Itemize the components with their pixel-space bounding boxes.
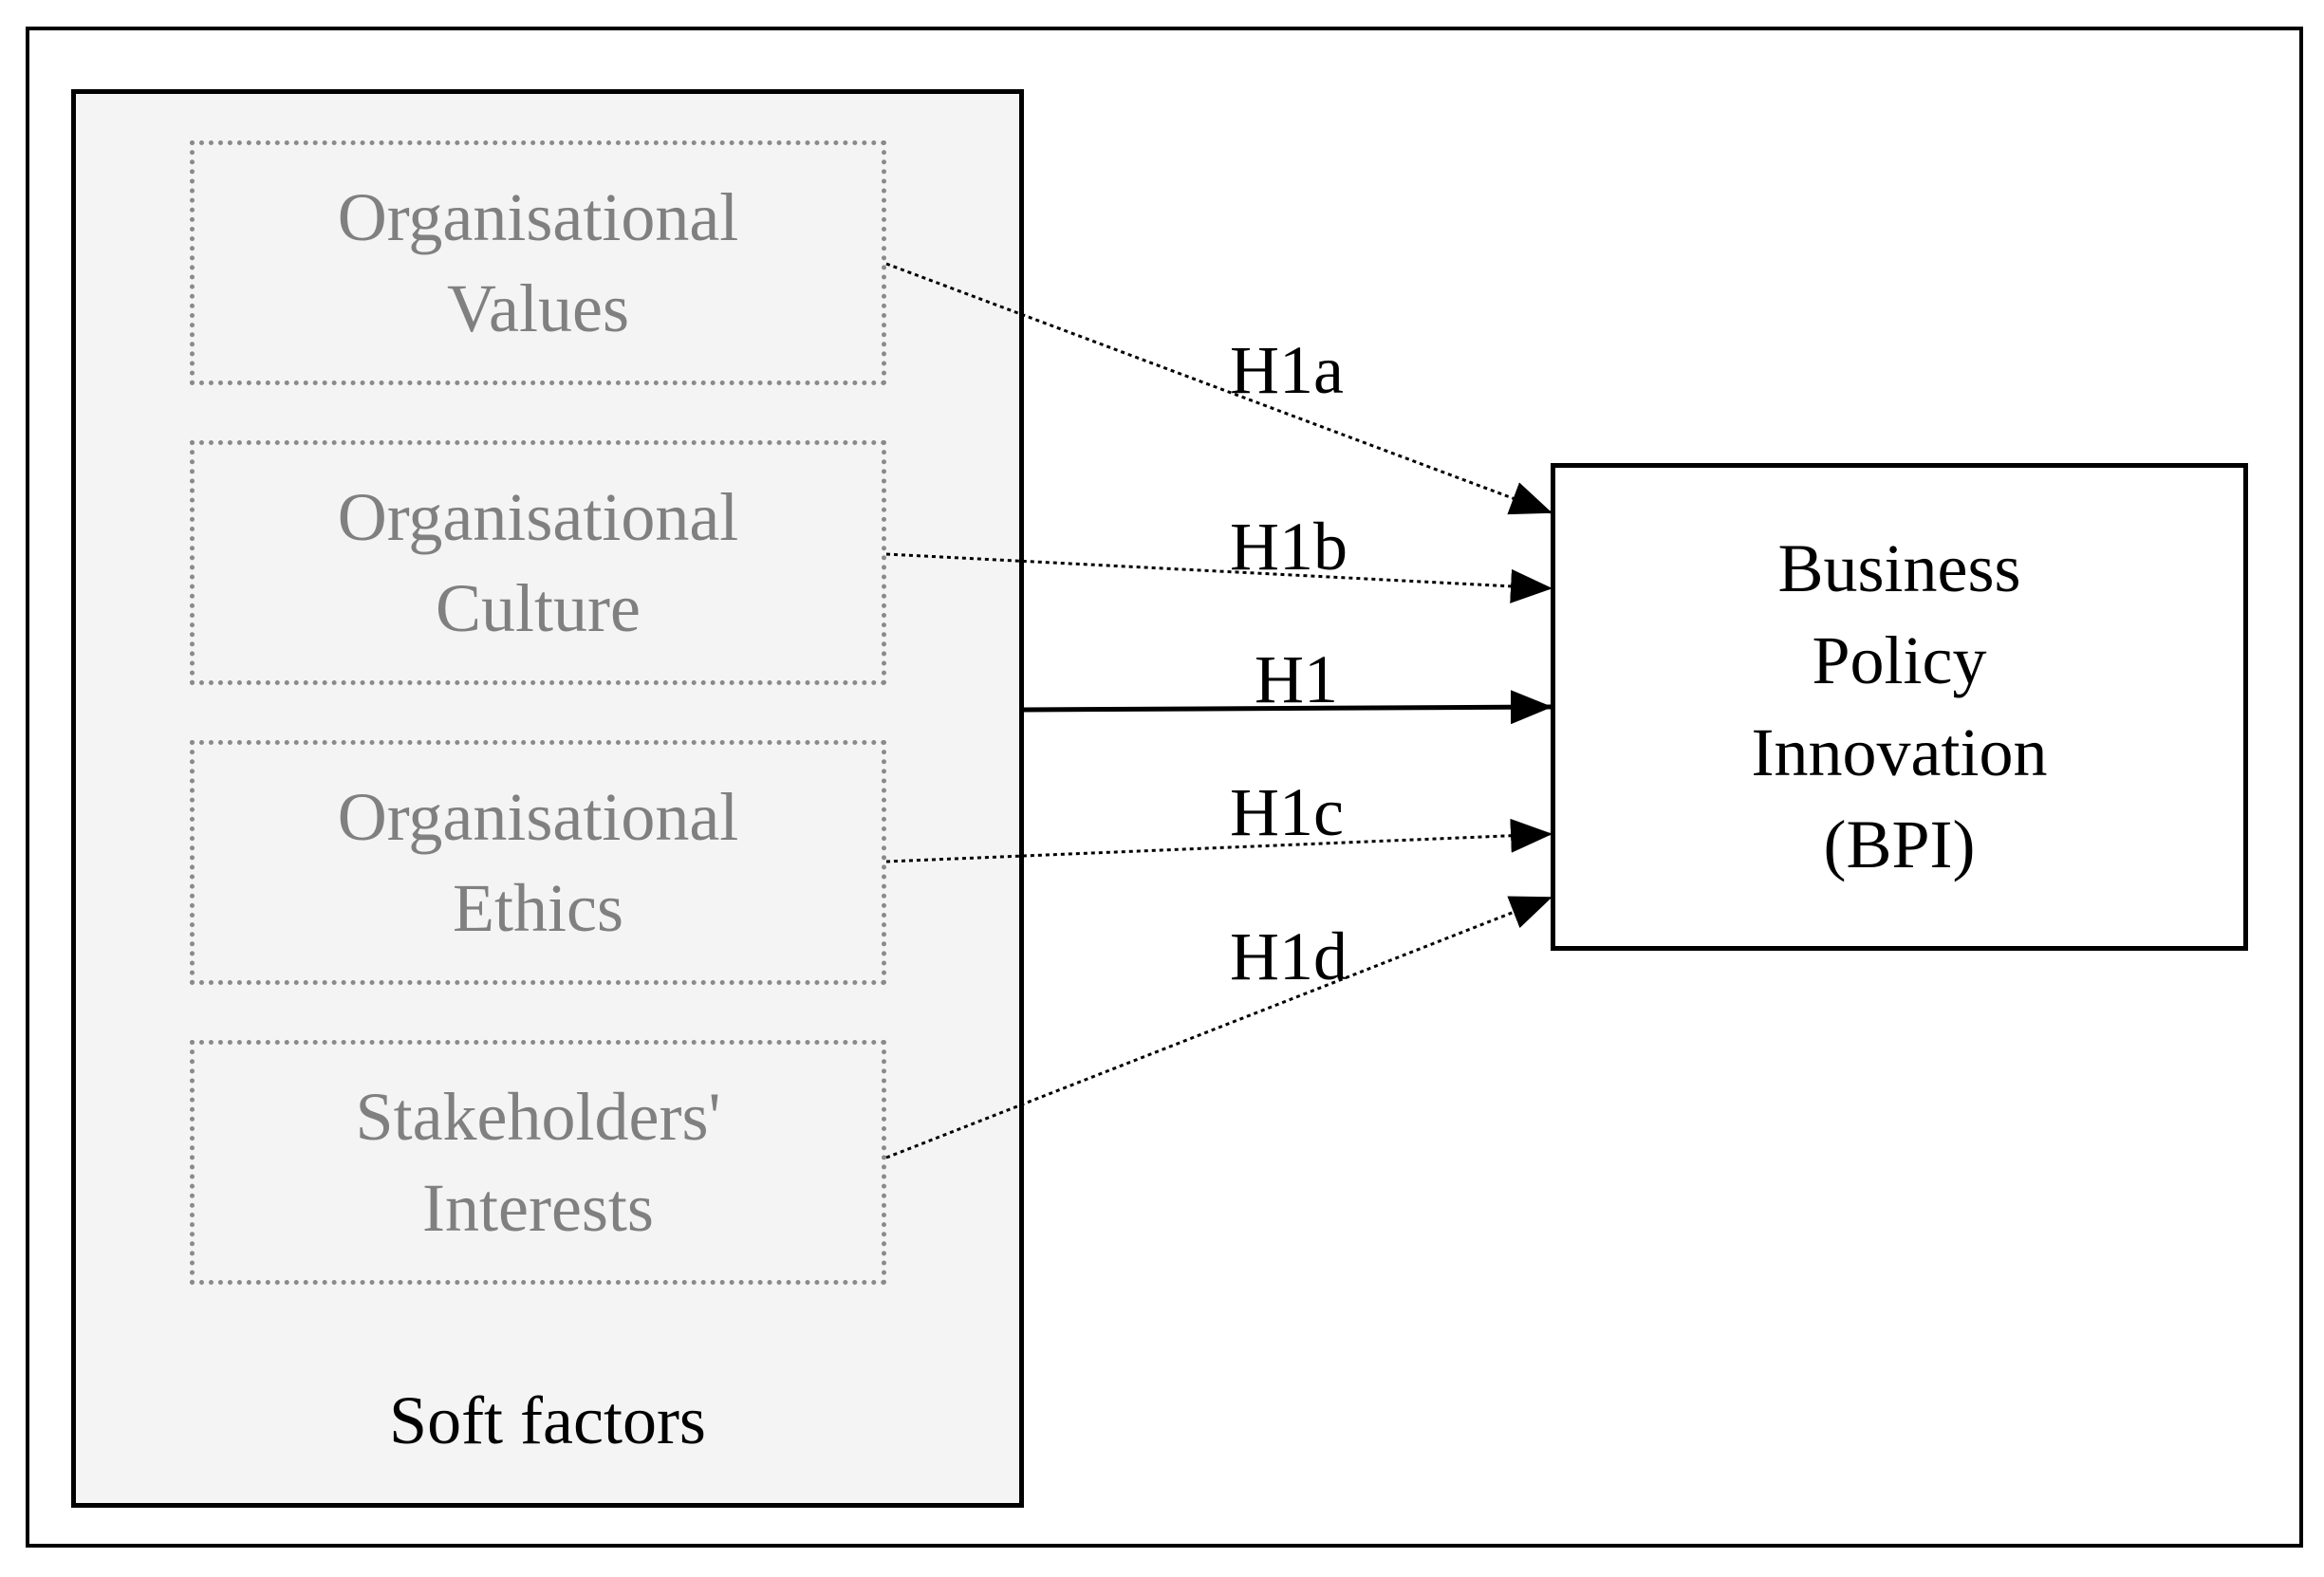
- factor-label-line2: Culture: [436, 570, 641, 646]
- soft-factors-group: [71, 89, 1024, 1508]
- business-policy-innovation-box: Business Policy Innovation (BPI): [1551, 463, 2248, 951]
- factor-label-line1: Organisational: [337, 779, 739, 855]
- label-h1: H1: [1255, 641, 1338, 717]
- label-h1b: H1b: [1230, 509, 1348, 584]
- factor-label-line2: Ethics: [453, 870, 623, 946]
- factor-label-line2: Interests: [422, 1170, 654, 1246]
- label-h1a: H1a: [1230, 332, 1344, 408]
- factor-organisational-values: Organisational Values: [190, 140, 886, 385]
- soft-factors-label: Soft factors: [389, 1382, 706, 1458]
- arrow-h1c: [885, 818, 1552, 863]
- arrow-h1: [1023, 690, 1552, 725]
- target-label-line4: (BPI): [1823, 807, 1976, 882]
- factor-organisational-ethics: Organisational Ethics: [190, 740, 886, 985]
- factor-organisational-culture: Organisational Culture: [190, 440, 886, 685]
- arrow-h1a: [885, 262, 1552, 515]
- factor-label-line1: Stakeholders': [355, 1079, 721, 1155]
- target-label-line3: Innovation: [1751, 714, 2048, 790]
- label-h1d: H1d: [1230, 918, 1348, 994]
- factor-label-line1: Organisational: [337, 179, 739, 255]
- factor-stakeholders-interests: Stakeholders' Interests: [190, 1040, 886, 1285]
- arrow-h1b: [885, 552, 1552, 603]
- factor-label-line2: Values: [447, 270, 629, 346]
- target-label-line1: Business: [1777, 530, 2021, 606]
- factor-label-line1: Organisational: [337, 479, 739, 555]
- label-h1c: H1c: [1230, 774, 1344, 850]
- target-label-line2: Policy: [1812, 622, 1987, 698]
- arrow-h1d: [885, 896, 1552, 1160]
